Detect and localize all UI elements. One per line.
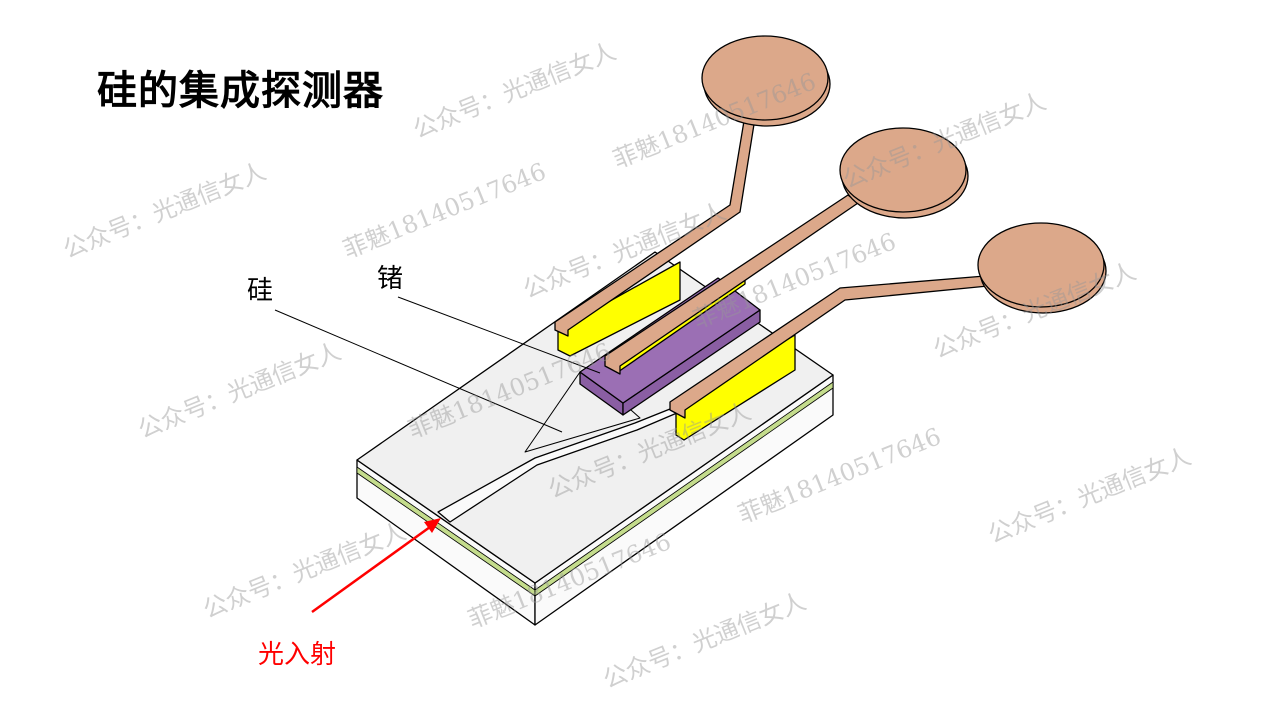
page-title: 硅的集成探测器 (97, 68, 384, 114)
light-incident-label: 光入射 (258, 640, 337, 670)
contact-pad-left (557, 261, 681, 357)
germanium-block (579, 277, 761, 404)
electrode-trace-right (669, 275, 989, 419)
electrode-trace-left (554, 114, 756, 337)
arrow-head-icon (424, 518, 441, 533)
oxide-layer-right (534, 381, 834, 597)
bond-pad-2 (839, 127, 967, 213)
light-incident-arrow (311, 525, 431, 614)
germanium-leader-line (397, 296, 601, 374)
silicon-label: 硅 (247, 276, 274, 306)
bond-pad-3 (977, 222, 1105, 308)
bond-pad-1 (701, 35, 829, 121)
silicon-leader-line (274, 309, 563, 433)
germanium-label: 锗 (377, 264, 404, 294)
